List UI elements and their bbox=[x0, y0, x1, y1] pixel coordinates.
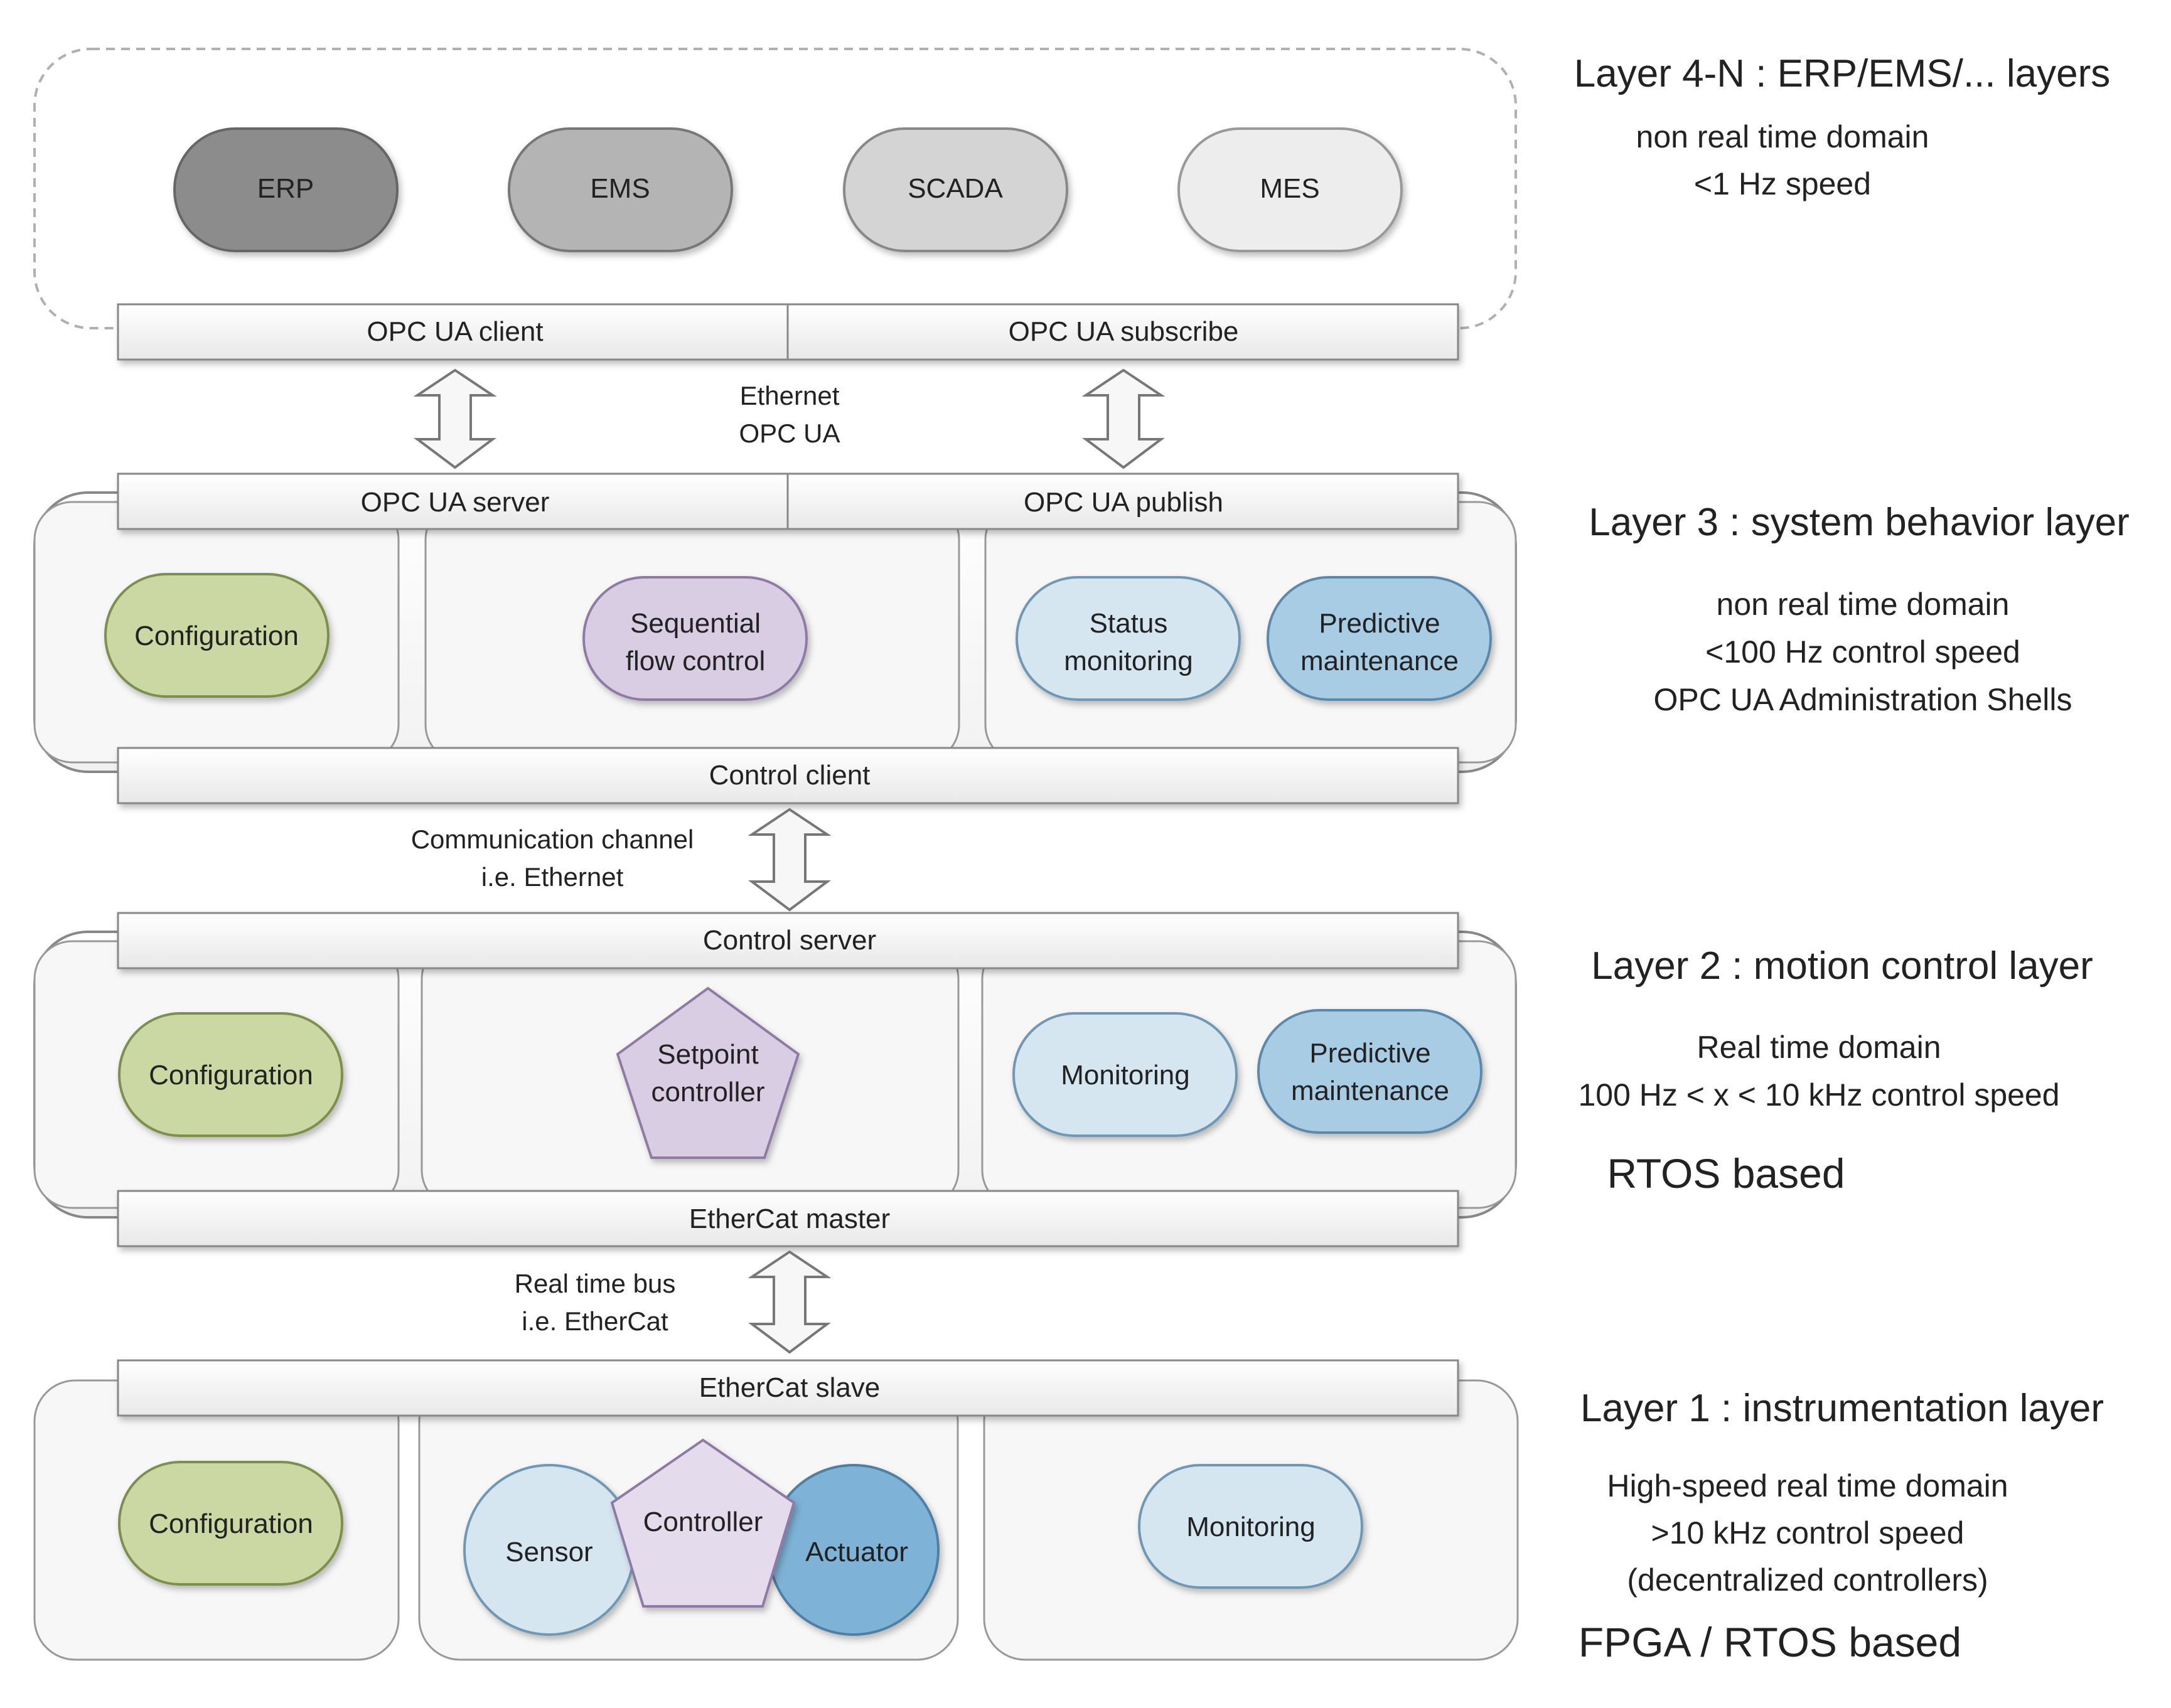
sensor-label: Sensor bbox=[505, 1537, 592, 1567]
comm-ethernet-label: i.e. Ethernet bbox=[481, 862, 624, 892]
configuration-label-l1: Configuration bbox=[149, 1508, 313, 1539]
setpoint-controller-node bbox=[616, 986, 800, 1159]
predictive-label-2-l2: maintenance bbox=[1291, 1076, 1449, 1106]
erp-node bbox=[173, 127, 399, 252]
ethernet-label: Ethernet bbox=[740, 381, 840, 410]
status-monitoring-node bbox=[1016, 576, 1241, 701]
layer1-based: FPGA / RTOS based bbox=[1579, 1619, 1961, 1665]
scada-label: SCADA bbox=[908, 173, 1003, 204]
predictive-maintenance-node-l2 bbox=[1257, 1009, 1482, 1134]
status-label-1: Status bbox=[1090, 608, 1168, 639]
layer1-desc-2: >10 kHz control speed bbox=[1651, 1515, 1965, 1551]
ems-node bbox=[508, 127, 733, 252]
control-server-bar bbox=[117, 912, 1459, 969]
layer3-desc-3: OPC UA Administration Shells bbox=[1654, 682, 2072, 717]
rt-ethercat-label: i.e. EtherCat bbox=[522, 1306, 668, 1336]
double-arrow-center-21 bbox=[748, 1250, 832, 1354]
ems-label: EMS bbox=[590, 173, 650, 204]
layer4-desc-2: <1 Hz speed bbox=[1694, 166, 1871, 201]
layer2-based: RTOS based bbox=[1607, 1150, 1845, 1197]
layer1-desc-1: High-speed real time domain bbox=[1607, 1468, 2008, 1503]
mes-label: MES bbox=[1260, 173, 1319, 204]
ethercat-master-bar bbox=[117, 1190, 1459, 1247]
controller-label: Controller bbox=[643, 1507, 763, 1537]
rt-bus-label: Real time bus bbox=[515, 1269, 676, 1298]
configuration-node-l3 bbox=[104, 573, 330, 698]
layer2-desc-1: Real time domain bbox=[1697, 1030, 1941, 1065]
layer1-title: Layer 1 : instrumentation layer bbox=[1580, 1387, 2104, 1430]
status-label-2: monitoring bbox=[1064, 646, 1193, 676]
opcua-label: OPC UA bbox=[739, 419, 840, 448]
layer3-title: Layer 3 : system behavior layer bbox=[1589, 501, 2130, 544]
setpoint-label-1: Setpoint bbox=[657, 1039, 758, 1070]
monitoring-node-l1 bbox=[1138, 1464, 1363, 1589]
layer3-desc-1: non real time domain bbox=[1717, 587, 2010, 622]
ethercat-slave-bar bbox=[117, 1359, 1459, 1417]
opcua-publish-label: OPC UA publish bbox=[1024, 487, 1223, 518]
sequential-label-1: Sequential bbox=[630, 608, 761, 639]
control-server-label: Control server bbox=[703, 925, 876, 956]
sequential-flow-node bbox=[582, 576, 808, 701]
predictive-label-1-l2: Predictive bbox=[1309, 1038, 1430, 1069]
double-arrow-center-32 bbox=[748, 808, 832, 912]
opcua-client-label: OPC UA client bbox=[367, 316, 543, 347]
comm-channel-label: Communication channel bbox=[411, 825, 694, 854]
layer4-desc-1: non real time domain bbox=[1636, 119, 1929, 154]
layer1-desc-3: (decentralized controllers) bbox=[1627, 1562, 1988, 1598]
monitoring-label-l1: Monitoring bbox=[1186, 1512, 1315, 1542]
layer4-title: Layer 4-N : ERP/EMS/... layers bbox=[1574, 52, 2110, 95]
mes-node bbox=[1177, 127, 1403, 252]
predictive-label-1-l3: Predictive bbox=[1319, 608, 1440, 639]
predictive-label-2-l3: maintenance bbox=[1300, 646, 1459, 676]
double-arrow-left bbox=[413, 368, 497, 469]
layer3-desc-2: <100 Hz control speed bbox=[1705, 634, 2020, 670]
configuration-label-l3: Configuration bbox=[134, 621, 299, 651]
configuration-label-l2: Configuration bbox=[149, 1060, 313, 1091]
configuration-node-l1 bbox=[118, 1461, 343, 1586]
opcua-server-label: OPC UA server bbox=[361, 487, 550, 518]
ethercat-slave-label: EtherCat slave bbox=[699, 1372, 881, 1403]
control-client-label: Control client bbox=[709, 760, 871, 791]
double-arrow-right bbox=[1081, 368, 1166, 469]
layer2-title: Layer 2 : motion control layer bbox=[1591, 944, 2093, 988]
sequential-label-2: flow control bbox=[626, 646, 766, 676]
setpoint-label-2: controller bbox=[651, 1077, 765, 1108]
opcua-subscribe-label: OPC UA subscribe bbox=[1009, 316, 1239, 347]
predictive-maintenance-node-l3 bbox=[1267, 576, 1492, 701]
control-client-bar bbox=[117, 747, 1459, 804]
controller-node bbox=[610, 1438, 796, 1608]
erp-label: ERP bbox=[257, 173, 314, 204]
scada-node bbox=[843, 127, 1068, 252]
actuator-label: Actuator bbox=[805, 1537, 908, 1567]
monitoring-label-l2: Monitoring bbox=[1061, 1060, 1189, 1091]
layer2-desc-2: 100 Hz < x < 10 kHz control speed bbox=[1578, 1077, 2059, 1113]
configuration-node-l2 bbox=[118, 1012, 343, 1137]
ethercat-master-label: EtherCat master bbox=[689, 1204, 890, 1234]
monitoring-node-l2 bbox=[1012, 1012, 1238, 1137]
